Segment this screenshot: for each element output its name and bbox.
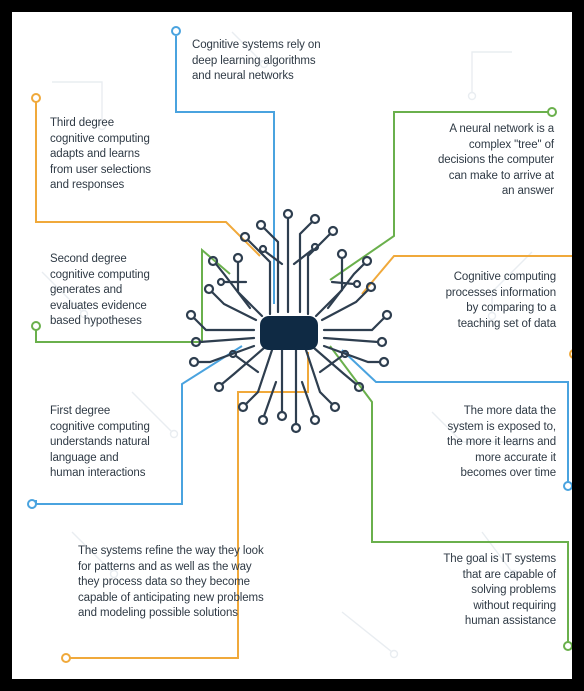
- callout-line: The systems refine the way they look: [78, 545, 264, 557]
- callout-line: evaluates evidence: [50, 299, 147, 312]
- connector-more-data-end: [563, 481, 572, 491]
- callout-line: that are capable of: [462, 568, 556, 581]
- connector-top-end: [171, 26, 181, 36]
- infographic-frame: Cognitive systems rely on deep learning …: [12, 12, 572, 679]
- callout-line: without requiring: [473, 599, 556, 612]
- connector-refine-end: [61, 653, 71, 663]
- callout-line: deep learning algorithms: [192, 54, 316, 67]
- connector-art: [27, 26, 572, 663]
- callout-line: adapts and learns: [50, 148, 140, 160]
- callout-line: cognitive computing: [50, 420, 150, 433]
- callout-top: Cognitive systems rely on deep learning …: [192, 38, 392, 85]
- callout-line: The goal is IT systems: [443, 553, 556, 565]
- callout-line: they process data so they become: [78, 576, 250, 588]
- callout-line: can make to arrive at: [448, 169, 554, 182]
- processor-chip-icon: [260, 316, 318, 350]
- connector-refine: [70, 352, 309, 659]
- callout-goal: The goal is IT systems that are capable …: [408, 552, 556, 630]
- callout-line: and responses: [50, 179, 125, 191]
- callout-line: from user selections: [50, 163, 151, 176]
- callout-line: Cognitive systems rely on: [192, 39, 321, 51]
- callout-line: an answer: [501, 185, 554, 197]
- callout-line: human assistance: [464, 615, 556, 627]
- connector-third-degree: [35, 102, 261, 257]
- callout-line: more accurate it: [475, 451, 556, 464]
- callout-line: A neural network is a: [449, 123, 554, 135]
- callout-third-degree: Third degree cognitive computing adapts …: [50, 116, 220, 194]
- callout-line: language and: [50, 451, 119, 464]
- connector-neural-network: [329, 111, 548, 281]
- connector-processes-info-end: [569, 349, 572, 359]
- callout-refine: The systems refine the way they look for…: [78, 544, 308, 622]
- callout-more-data: The more data the system is exposed to, …: [388, 404, 556, 482]
- callout-line: by comparing to a: [466, 302, 556, 314]
- callout-line: complex "tree" of: [468, 138, 554, 151]
- callout-line: the more it learns and: [446, 436, 556, 448]
- callout-line: based hypotheses: [50, 315, 142, 327]
- circuit-brain-icon: [185, 208, 393, 434]
- callout-line: system is exposed to,: [447, 420, 557, 433]
- connector-more-data: [341, 349, 569, 482]
- callout-processes-info: Cognitive computing processes informatio…: [398, 270, 557, 332]
- background-circuit-pattern: [41, 31, 533, 659]
- connector-goal-end: [563, 641, 572, 651]
- connector-third-degree-end: [31, 93, 41, 103]
- callout-line: Second degree: [50, 253, 127, 265]
- callout-line: processes information: [445, 286, 557, 299]
- callout-line: Third degree: [50, 117, 115, 129]
- callout-neural-network: A neural network is a complex "tree" of …: [392, 122, 554, 200]
- connector-neural-network-end: [547, 107, 557, 117]
- callout-line: becomes over time: [460, 467, 557, 479]
- callout-line: Cognitive computing: [453, 271, 556, 283]
- connector-second-degree-end: [31, 321, 41, 331]
- callout-line: First degree: [50, 405, 111, 417]
- callout-line: cognitive computing: [50, 268, 150, 281]
- callout-line: teaching set of data: [457, 317, 556, 330]
- callout-line: The more data the: [463, 405, 556, 417]
- connector-top: [175, 36, 275, 304]
- callout-line: and modeling possible solutions: [78, 607, 238, 619]
- callout-line: human interactions: [50, 467, 146, 479]
- callout-line: generates and: [50, 284, 123, 296]
- callout-line: cognitive computing: [50, 132, 150, 145]
- callout-line: for patterns and as well as the way: [78, 560, 252, 573]
- callout-line: decisions the computer: [437, 154, 554, 166]
- callout-line: capable of anticipating new problems: [78, 591, 264, 604]
- connector-processes-info: [361, 255, 572, 295]
- callout-line: solving problems: [471, 584, 556, 596]
- connector-first-degree-end: [27, 499, 37, 509]
- callout-second-degree: Second degree cognitive computing genera…: [50, 252, 200, 330]
- callout-first-degree: First degree cognitive computing underst…: [50, 404, 190, 482]
- callout-line: understands natural: [50, 436, 150, 448]
- callout-line: and neural networks: [192, 70, 294, 82]
